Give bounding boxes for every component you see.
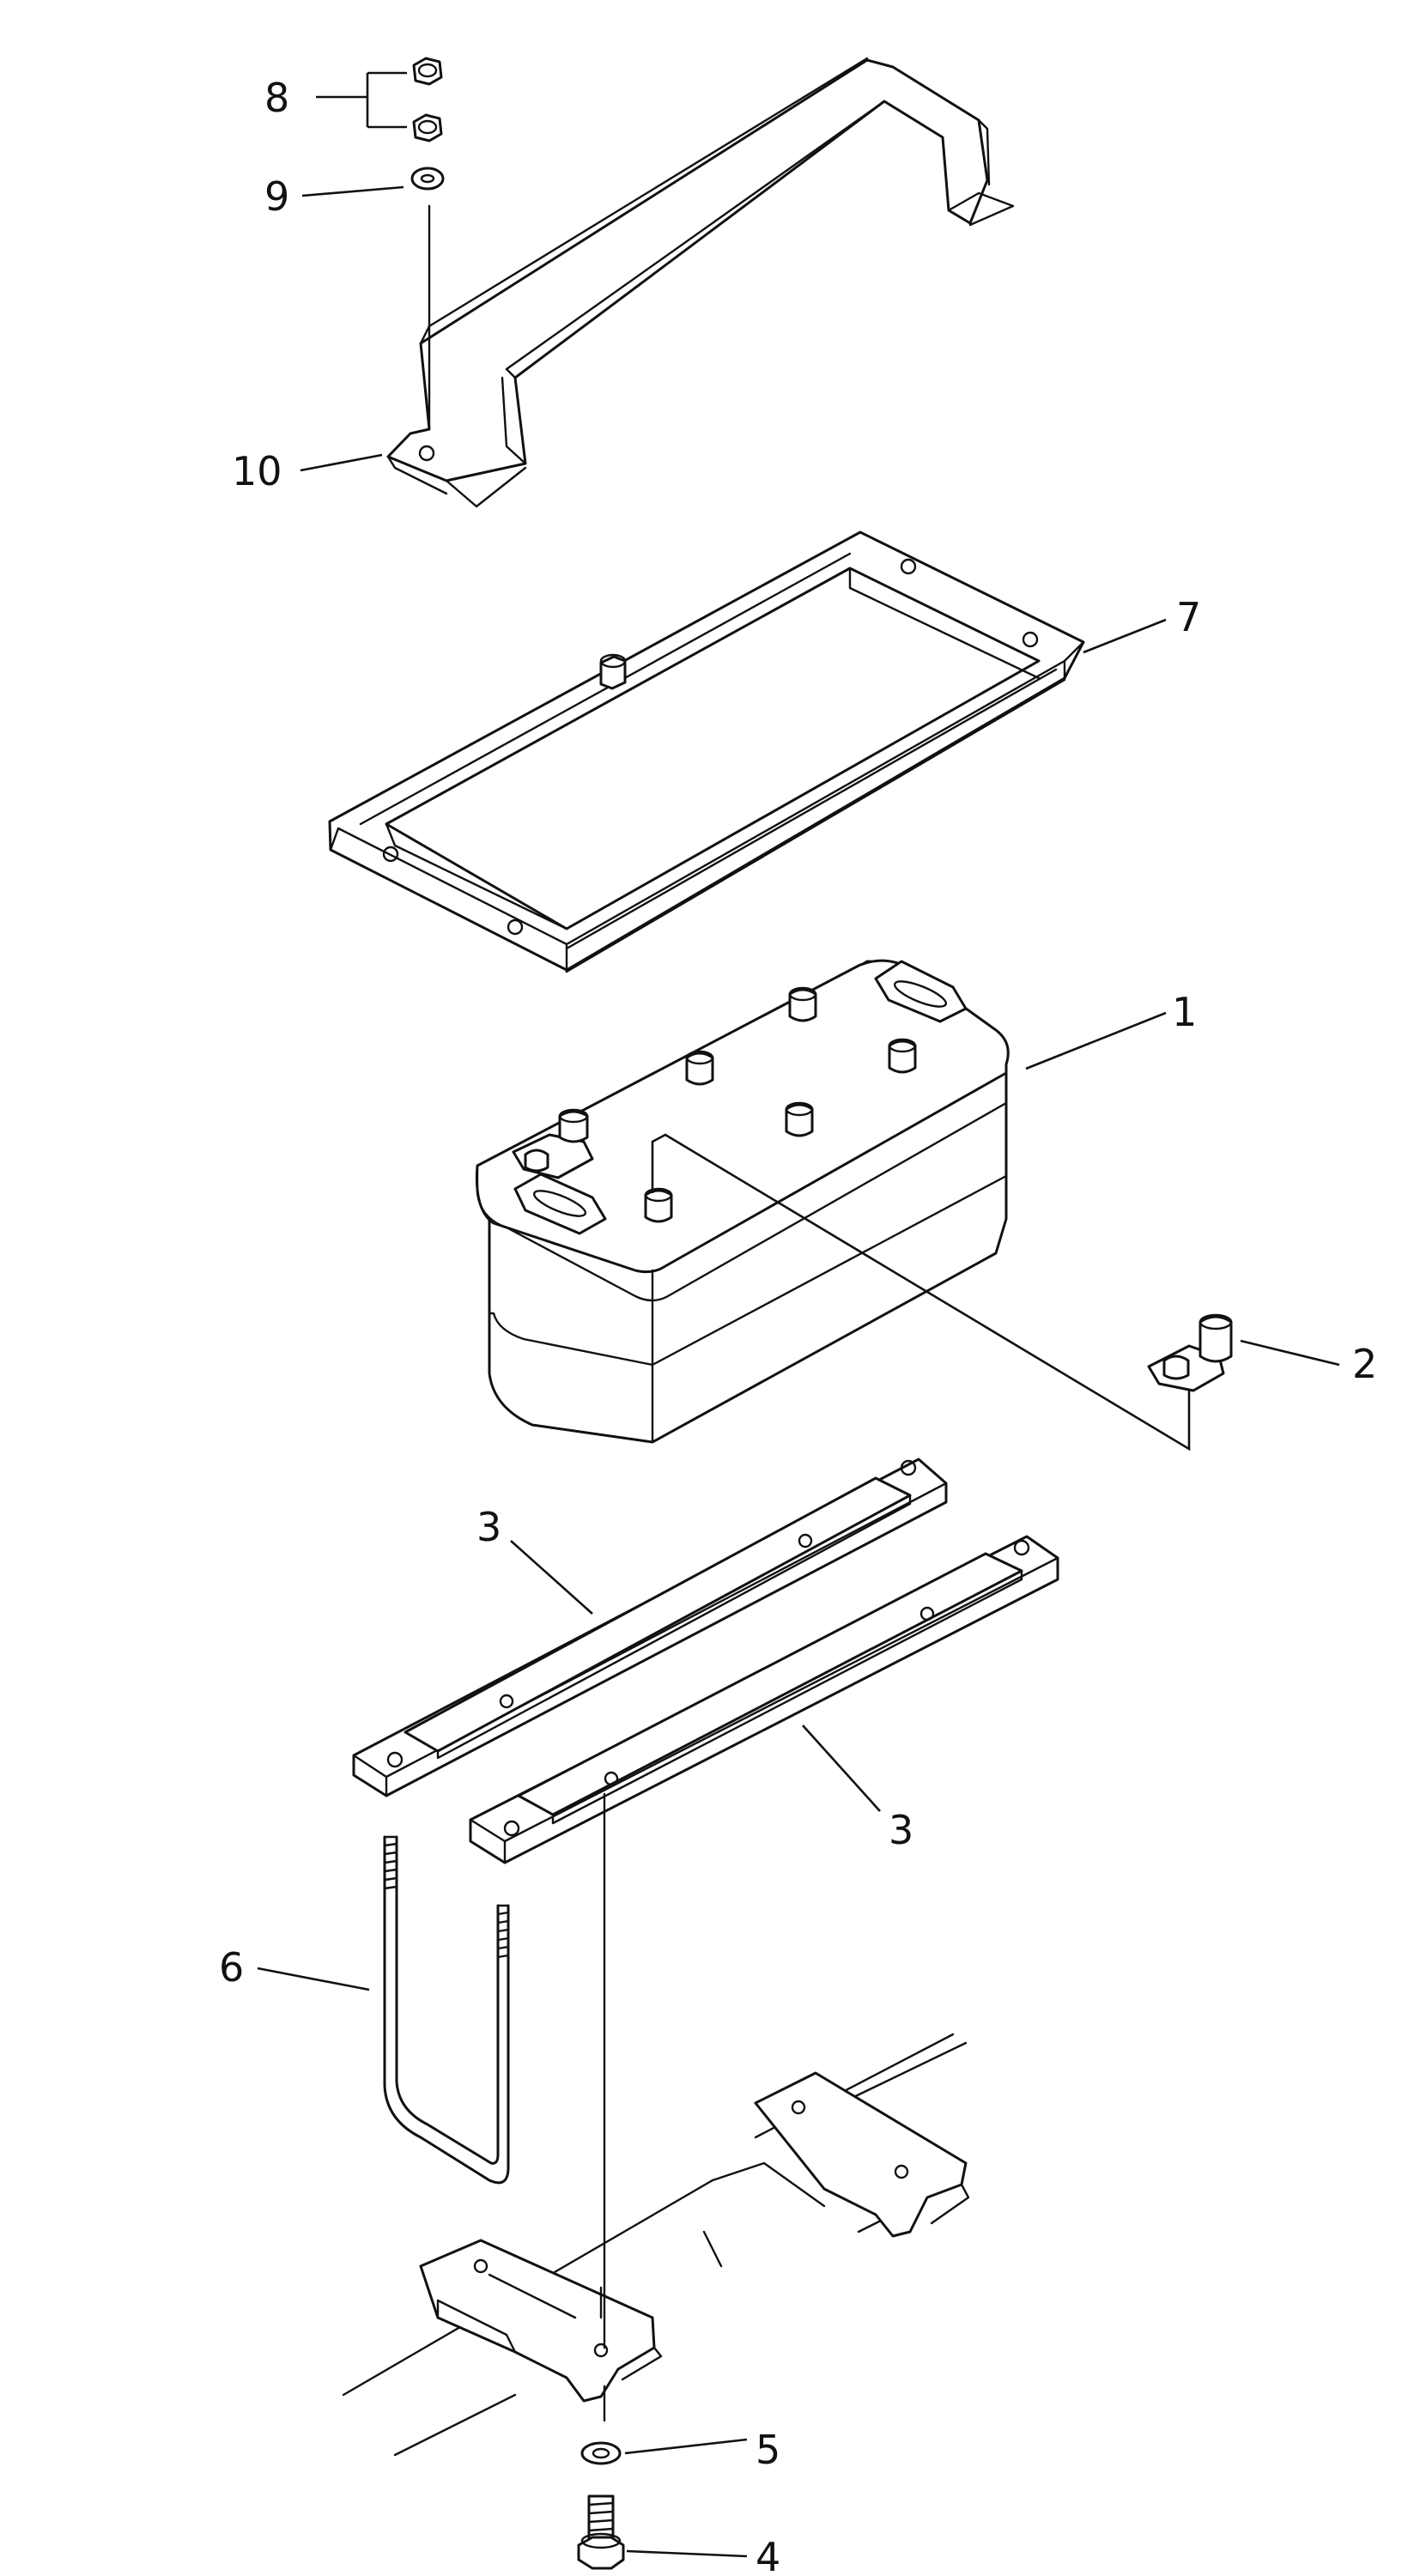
part-7-battery-frame <box>328 530 1085 973</box>
part-1-battery <box>475 959 1191 1452</box>
part-10-hold-down-bracket <box>386 57 1015 508</box>
callout-8: 8 <box>264 75 289 121</box>
leader-lines <box>257 71 1340 2558</box>
machine-frame <box>342 2033 970 2457</box>
callout-3a: 3 <box>476 1504 501 1550</box>
part-4-bolt <box>577 2494 625 2570</box>
callout-3b: 3 <box>889 1807 913 1853</box>
callout-10: 10 <box>232 448 282 494</box>
part-8-nuts <box>412 57 443 142</box>
callout-9: 9 <box>264 173 289 220</box>
callout-4: 4 <box>756 2534 780 2576</box>
callout-7: 7 <box>1176 594 1201 640</box>
callout-5: 5 <box>756 2427 780 2473</box>
part-6-j-bolts <box>383 1835 510 2185</box>
callouts: 8 9 10 7 1 2 3 3 6 5 4 <box>219 75 1377 2576</box>
callout-1: 1 <box>1172 989 1197 1035</box>
part-3-rail-left <box>352 1458 948 1797</box>
callout-6: 6 <box>219 1944 244 1991</box>
part-3-rail-right <box>469 1535 1059 1864</box>
battery-caps <box>644 986 917 1223</box>
part-9-washer <box>410 167 445 191</box>
part-5-lock-washer <box>580 2441 622 2465</box>
part-2-terminal-clamp <box>1147 1313 1233 1392</box>
callout-2: 2 <box>1352 1341 1377 1387</box>
